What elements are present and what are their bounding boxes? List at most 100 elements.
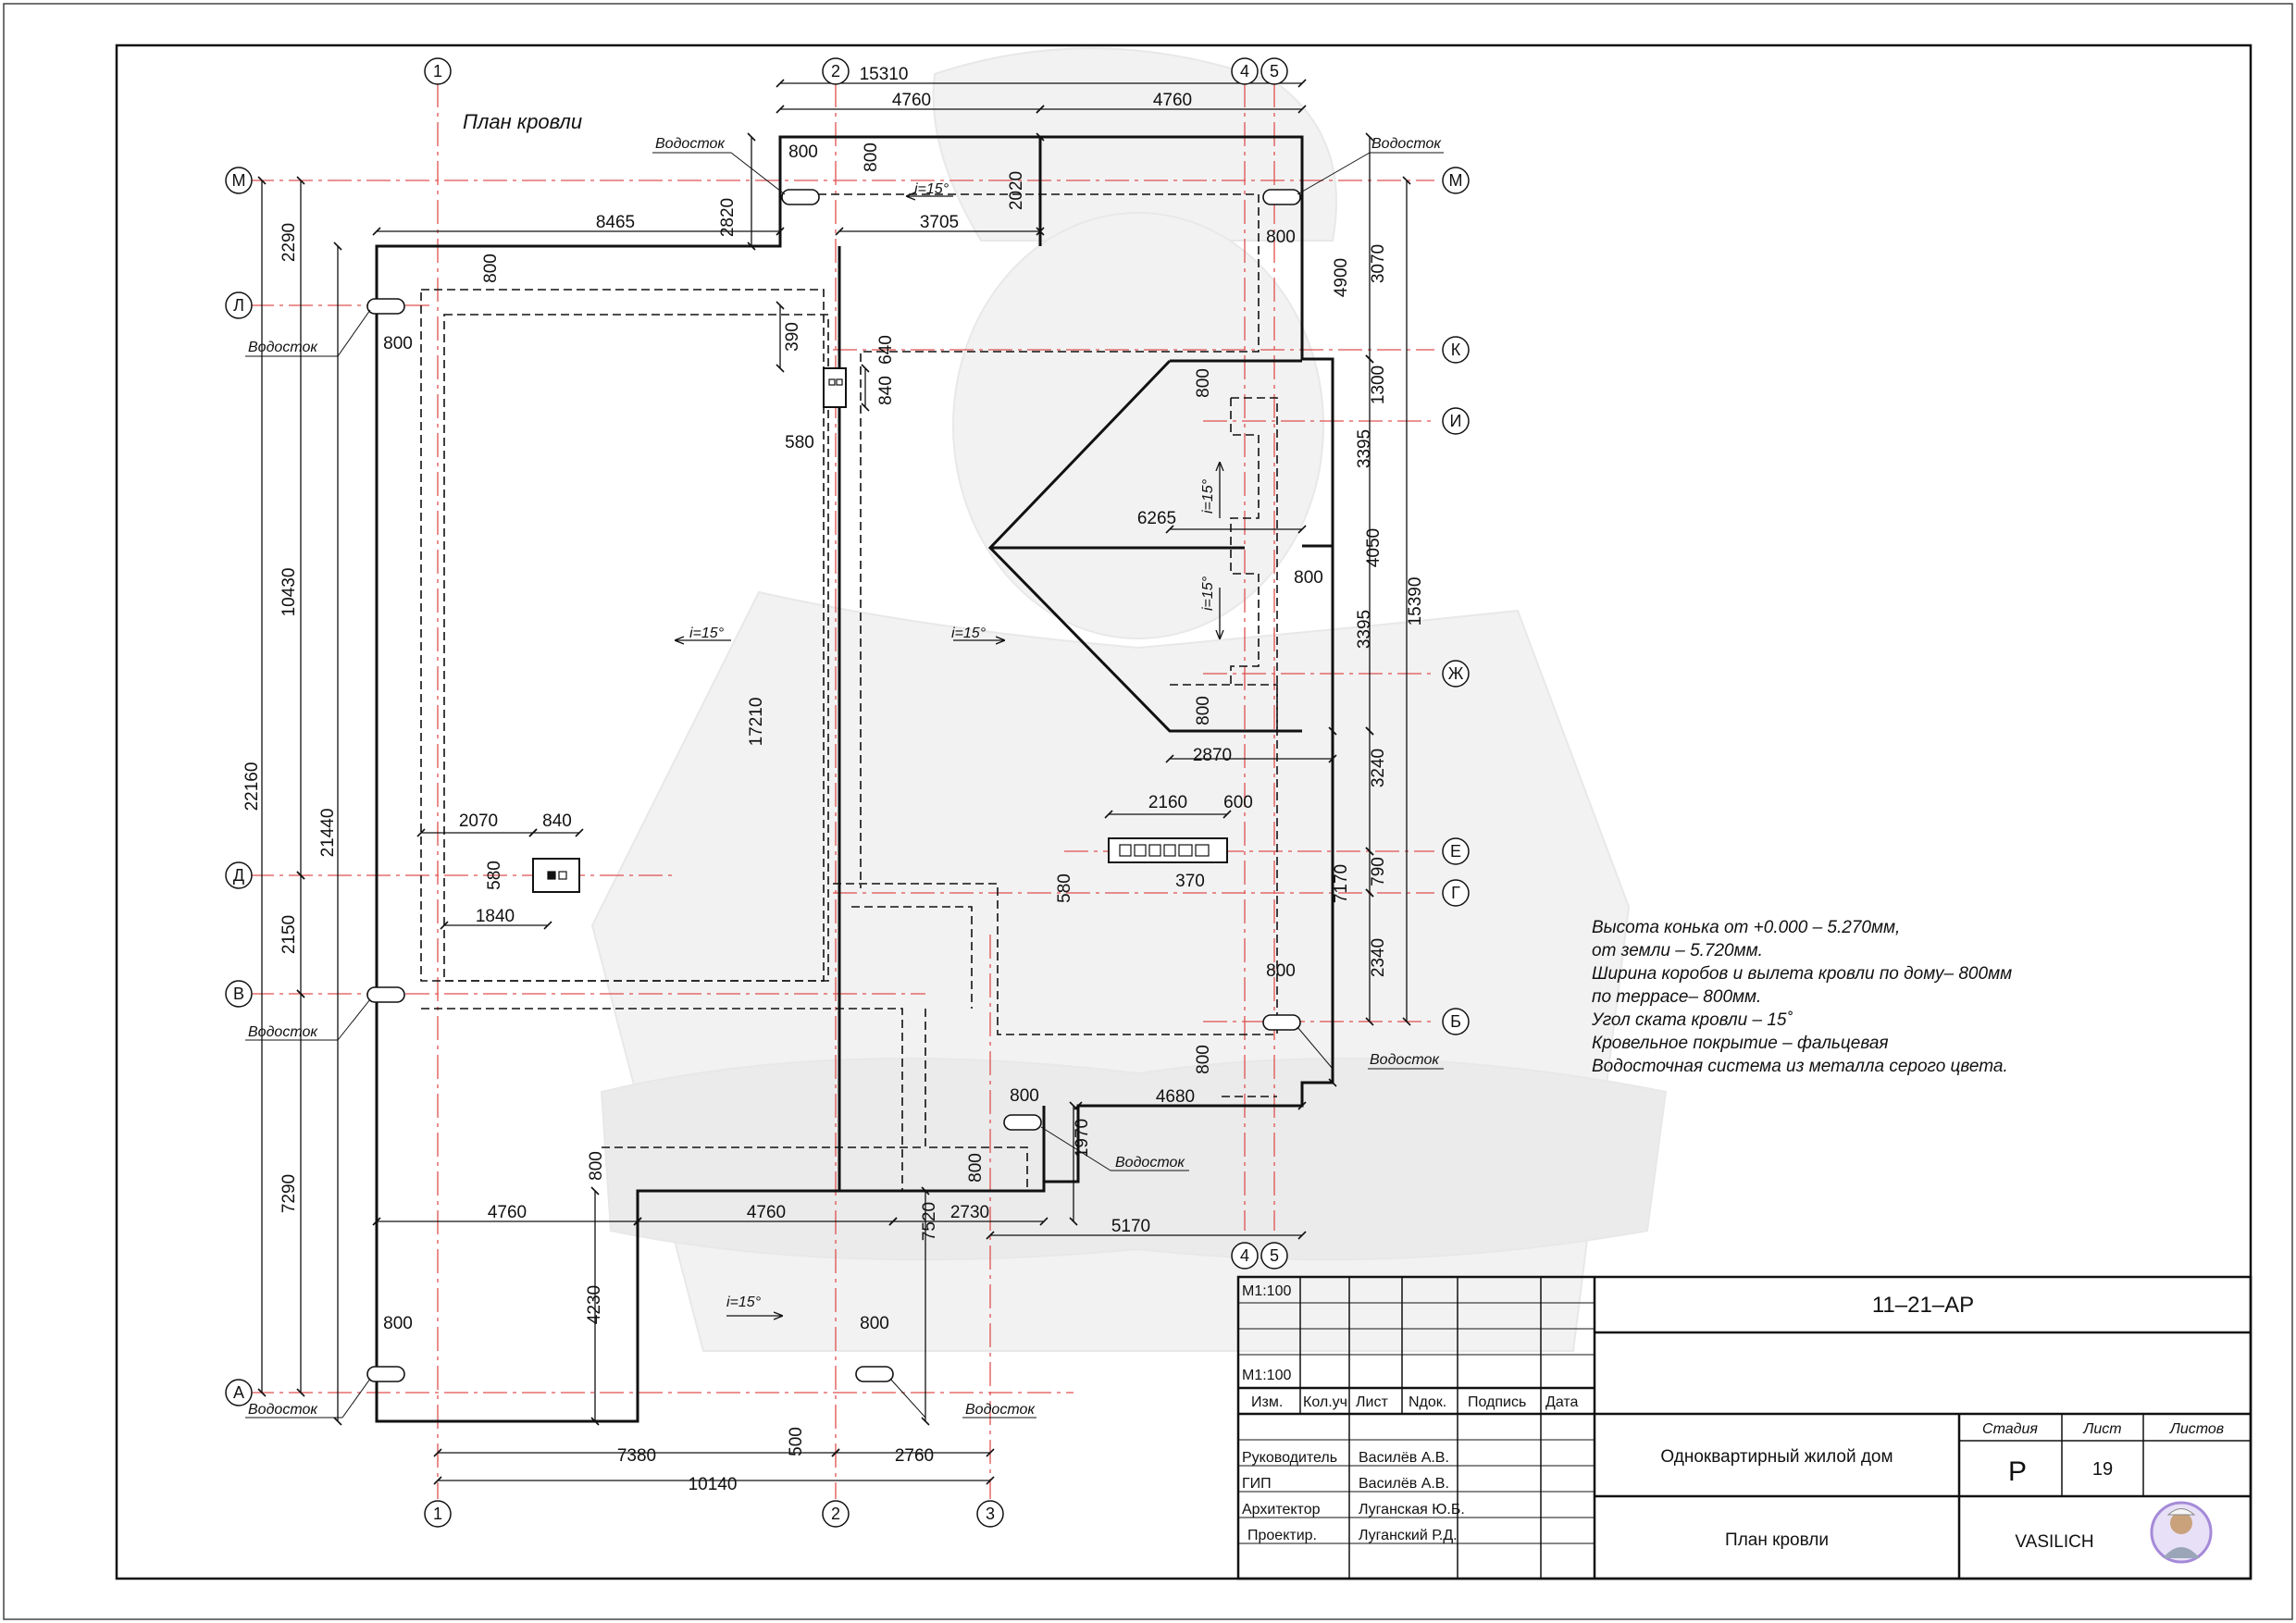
slope-label-4: i=15° (1200, 478, 1216, 514)
sheets-label: Листов (2169, 1421, 2224, 1437)
dim-800-v2: 800 (862, 142, 881, 172)
note-line: Кровельное покрытие – фальцевая (1592, 1034, 1889, 1053)
role-3: Архитектор (1242, 1502, 1321, 1518)
dim-640: 640 (876, 335, 896, 365)
scale-2: М1:100 (1242, 1368, 1291, 1383)
tb-header-podpis: Подпись (1468, 1394, 1526, 1410)
axis-left-D: Д (233, 866, 244, 885)
dim-15390: 15390 (1406, 577, 1425, 626)
dim-17210: 17210 (747, 698, 766, 747)
slope-label-5: i=15° (1200, 576, 1216, 611)
axis-bubbles (225, 57, 1470, 1528)
drain-label-6: Водосток (1115, 1155, 1185, 1171)
dim-4760-d: 4760 (747, 1203, 786, 1222)
note-line: Ширина коробов и вылета кровли по дому– … (1592, 964, 2013, 984)
company-name: VASILICH (2015, 1532, 2093, 1552)
role-1: Руководитель (1242, 1450, 1337, 1466)
dim-4230: 4230 (585, 1285, 604, 1324)
note-line: от земли – 5.720мм. (1592, 941, 1763, 960)
tb-header-data: Дата (1545, 1394, 1579, 1410)
chimneys (532, 367, 1228, 893)
dim-6265: 6265 (1137, 509, 1176, 528)
axis-right-E: Е (1450, 842, 1461, 861)
scale-1: М1:100 (1242, 1283, 1291, 1299)
name-4: Луганский Р.Д. (1359, 1528, 1458, 1543)
dim-4760-b: 4760 (1153, 91, 1192, 110)
drawing-code: 11–21–АР (1872, 1293, 1974, 1318)
slope-label-1: i=15° (914, 181, 949, 197)
dim-800-b: 800 (1266, 961, 1296, 981)
dim-2290: 2290 (279, 223, 299, 262)
drain-label-1: Водосток (655, 136, 726, 152)
dim-7520: 7520 (920, 1202, 939, 1241)
axis-right-G: Г (1451, 884, 1460, 902)
dim-7170: 7170 (1332, 864, 1351, 903)
dim-2070: 2070 (459, 812, 498, 831)
dim-800-v3: 800 (1194, 368, 1213, 398)
axis-right-Zh: Ж (1448, 664, 1464, 683)
dim-390: 390 (783, 322, 802, 352)
dim-800-mid: 800 (1294, 568, 1323, 588)
dim-2160: 2160 (1148, 793, 1187, 812)
dim-800-v6: 800 (587, 1151, 606, 1181)
dim-800-v1: 800 (481, 254, 501, 283)
dim-15310: 15310 (860, 65, 909, 84)
dim-3395-b: 3395 (1355, 610, 1374, 649)
dim-800-v4: 800 (1194, 696, 1213, 725)
dim-1970: 1970 (1073, 1119, 1092, 1158)
axis-mid-4: 4 (1240, 1246, 1249, 1265)
dim-2760: 2760 (895, 1446, 934, 1466)
note-line: по террасе– 800мм. (1592, 987, 1762, 1007)
dim-21440: 21440 (318, 809, 338, 858)
drain-label-5: Водосток (1370, 1052, 1440, 1068)
axis-top-4: 4 (1240, 62, 1249, 81)
axis-right-K: К (1451, 341, 1461, 359)
dim-2820: 2820 (718, 198, 738, 237)
axis-top-2: 2 (831, 62, 840, 81)
dim-800-v5: 800 (1194, 1045, 1213, 1074)
dim-800-top: 800 (788, 142, 818, 162)
dim-10140: 10140 (689, 1475, 738, 1494)
dim-22160: 22160 (242, 762, 262, 812)
note-line: Высота конька от +0.000 – 5.270мм, (1592, 918, 1901, 937)
slope-arrows (676, 196, 1220, 1316)
dim-800-right-top: 800 (1266, 228, 1296, 247)
slope-label-3: i=15° (951, 626, 987, 641)
dim-840-v: 840 (876, 376, 896, 405)
axis-left-L: Л (233, 296, 244, 315)
role-2: ГИП (1242, 1476, 1272, 1492)
dim-2870: 2870 (1193, 746, 1232, 765)
slope-label-2: i=15° (689, 626, 725, 641)
project-name: Одноквартирный жилой дом (1660, 1447, 1893, 1467)
title-block (1236, 1275, 2253, 1580)
slope-label-6: i=15° (726, 1295, 762, 1310)
axis-left-V: В (233, 985, 244, 1003)
dim-790: 790 (1369, 857, 1388, 886)
axis-left-A: А (233, 1383, 244, 1402)
dim-4760-c: 4760 (488, 1203, 527, 1222)
dim-7380: 7380 (617, 1446, 656, 1466)
drain-label-3: Водосток (248, 340, 318, 355)
dim-600: 600 (1223, 793, 1253, 812)
dim-370: 370 (1175, 872, 1205, 891)
tb-header-kol: Кол.уч (1303, 1394, 1347, 1410)
drain-label-8: Водосток (965, 1402, 1036, 1418)
dim-800-c: 800 (1010, 1086, 1039, 1106)
dim-580-v2: 580 (1055, 873, 1074, 903)
dim-800-left: 800 (383, 334, 413, 353)
company-logo (2150, 1501, 2213, 1564)
roof-notes: Высота конька от +0.000 – 5.270мм, от зе… (1592, 916, 2240, 1078)
dim-8465: 8465 (596, 213, 635, 232)
dim-1300: 1300 (1369, 365, 1388, 404)
drawing-title: План кровли (463, 110, 582, 133)
drain-label-2: Водосток (1371, 136, 1442, 152)
dim-2730: 2730 (950, 1203, 989, 1222)
axis-right-M: М (1449, 171, 1463, 190)
dim-3395-a: 3395 (1355, 429, 1374, 468)
dim-840-a: 840 (542, 812, 572, 831)
wall-lines (420, 193, 1278, 1192)
role-4: Проектир. (1247, 1528, 1317, 1543)
axis-right-B: Б (1450, 1012, 1461, 1031)
name-3: Луганская Ю.Б. (1359, 1502, 1465, 1518)
